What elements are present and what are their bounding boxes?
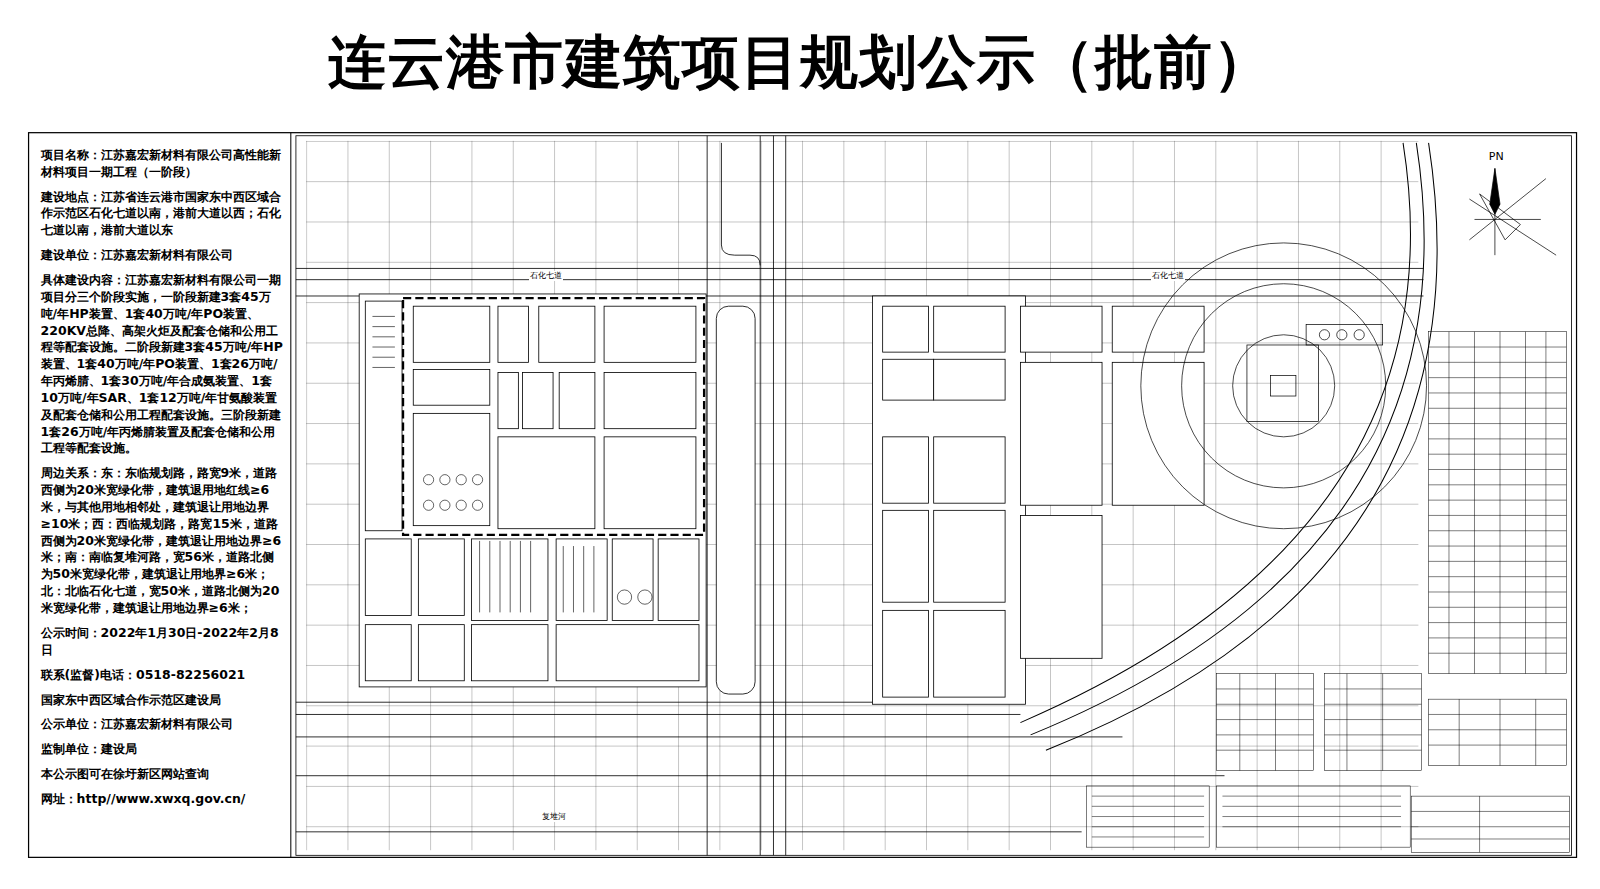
notice-paragraph: 联系(监督)电话：0518-82256021 (41, 667, 283, 684)
notice-paragraph: 建设地点：江苏省连云港市国家东中西区域合作示范区石化七道以南，港前大道以西；石化… (41, 189, 283, 239)
info-panel: 项目名称：江苏嘉宏新材料有限公司高性能新材料项目一期工程（一阶段） 建设地点：江苏… (31, 143, 289, 820)
notice-paragraph: 周边关系：东：东临规划路，路宽9米，道路西侧为20米宽绿化带，建筑退用地红线≥6… (41, 465, 283, 616)
notice-paragraph: 项目名称：江苏嘉宏新材料有限公司高性能新材料项目一期工程（一阶段） (41, 147, 283, 181)
notice-paragraph: 国家东中西区域合作示范区建设局 (41, 692, 283, 709)
notice-paragraph: 公示单位：江苏嘉宏新材料有限公司 (41, 716, 283, 733)
road-label: 石化七道 (529, 271, 563, 281)
notice-paragraph: 建设单位：江苏嘉宏新材料有限公司 (41, 247, 283, 264)
notice-paragraph: 具体建设内容：江苏嘉宏新材料有限公司一期项目分三个阶段实施，一阶段新建3套45万… (41, 272, 283, 457)
north-label: PN (1488, 150, 1505, 163)
notice-paragraph: 网址：http//www.xwxq.gov.cn/ (41, 791, 283, 808)
page-title: 连云港市建筑项目规划公示（批前） (0, 22, 1600, 102)
river-label: 复堆河 (541, 812, 567, 822)
notice-paragraph: 本公示图可在徐圩新区网站查询 (41, 766, 283, 783)
road-label: 石化七道 (1151, 271, 1185, 281)
notice-paragraph: 公示时间：2022年1月30日-2022年2月8日 (41, 625, 283, 659)
notice-paragraph: 监制单位：建设局 (41, 741, 283, 758)
